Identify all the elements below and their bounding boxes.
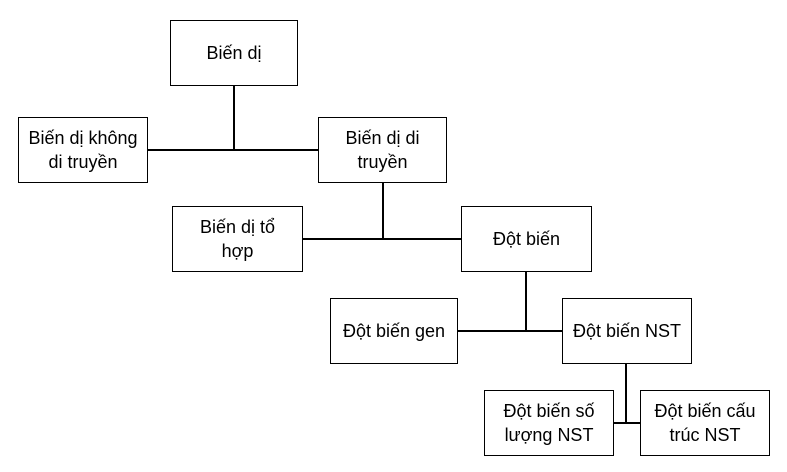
node-label: Biến dị không di truyền <box>28 128 138 172</box>
node-label: Đột biến gen <box>342 321 446 341</box>
node-label: Biến dị <box>206 43 262 63</box>
node-bien-di-di-truyen: Biến dị di truyền <box>318 117 447 183</box>
node-bien-di-khong-di-truyen: Biến dị không di truyền <box>18 117 148 183</box>
node-dot-bien: Đột biến <box>461 206 592 272</box>
node-dot-bien-cau-truc-nst: Đột biến cấu trúc NST <box>640 390 770 456</box>
node-label: Đột biến NST <box>572 321 682 341</box>
node-bien-di: Biến dị <box>170 20 298 86</box>
node-bien-di-to-hop: Biến dị tổ hợp <box>172 206 303 272</box>
node-label: Biến dị tổ hợp <box>199 217 276 261</box>
node-dot-bien-so-luong-nst: Đột biến số lượng NST <box>484 390 614 456</box>
node-label: Đột biến cấu trúc NST <box>654 401 756 445</box>
node-dot-bien-nst: Đột biến NST <box>562 298 692 364</box>
node-label: Đột biến <box>492 229 561 249</box>
node-dot-bien-gen: Đột biến gen <box>330 298 458 364</box>
node-label: Đột biến số lượng NST <box>503 401 595 445</box>
node-label: Biến dị di truyền <box>345 128 420 172</box>
